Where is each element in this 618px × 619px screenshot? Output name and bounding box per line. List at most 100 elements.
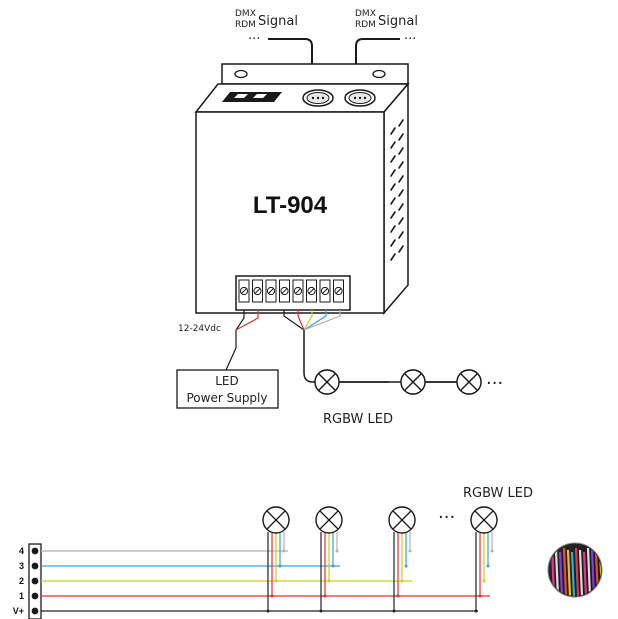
wiring-dots: ··· — [438, 507, 455, 528]
signal-right-text: Signal — [378, 14, 418, 29]
junction-dot — [282, 549, 286, 553]
vent-slot — [398, 245, 404, 253]
power-wires — [225, 310, 259, 371]
terminal-screw-slot — [254, 288, 261, 294]
vent-slot — [398, 175, 404, 183]
junction-dot — [319, 609, 323, 613]
photo-light-stripe — [586, 547, 592, 596]
photo-light-stripe — [558, 551, 564, 596]
signal-label-left: DMX RDM Signal ··· — [235, 9, 298, 47]
junction-dot — [392, 609, 396, 613]
vent-slot — [398, 217, 404, 225]
voltage-label: 12-24Vdc — [178, 324, 221, 334]
signal-cable-left — [268, 38, 313, 95]
terminal-label: 4 — [19, 546, 24, 556]
led-lamp-icon — [262, 506, 290, 534]
led-power-supply: LED Power Supply — [176, 369, 279, 409]
junction-dot — [478, 594, 482, 598]
signal-left-dots: ··· — [248, 32, 260, 47]
junction-dot — [408, 549, 412, 553]
vent-slot — [398, 231, 404, 239]
vent-slot — [398, 203, 404, 211]
junction-dot — [404, 564, 408, 568]
led-output-wires — [283, 310, 472, 383]
junction-dot — [278, 564, 282, 568]
signal-left-text: Signal — [258, 14, 298, 29]
photo-light-stripe — [554, 549, 560, 596]
vent-slot — [390, 183, 396, 191]
vent-slot — [390, 197, 396, 205]
rgbw-led-fixtures — [262, 506, 498, 613]
rgbw-led-photo — [547, 542, 606, 598]
led-lamp-icon — [456, 369, 482, 395]
signal-right-dots: ··· — [404, 32, 416, 47]
led-chain-label: RGBW LED — [323, 412, 393, 427]
terminal-screw-slot — [295, 288, 301, 294]
junction-dot — [327, 579, 331, 583]
terminal-label: 2 — [19, 576, 24, 586]
signal-right-rdm: RDM — [355, 20, 376, 30]
wiring-led-label: RGBW LED — [463, 486, 533, 501]
junction-dot — [323, 594, 327, 598]
vent-slot — [390, 253, 396, 261]
terminal-label: 1 — [19, 591, 24, 601]
vent-slot — [398, 161, 404, 169]
signal-left-rdm: RDM — [235, 20, 256, 30]
signal-cable-right — [355, 38, 400, 95]
led-lamp-icon — [388, 506, 416, 534]
led-chain-dots: ··· — [486, 373, 503, 394]
terminal-screw-slot — [241, 288, 247, 294]
vent-slot — [390, 239, 396, 247]
junction-dot — [474, 609, 478, 613]
photo-light-stripe — [566, 549, 572, 596]
led-lamp-icon — [314, 369, 340, 395]
terminal-label: V+ — [13, 606, 24, 616]
terminal-screw-slot — [308, 288, 315, 294]
photo-light-stripe — [570, 551, 576, 596]
junction-dot — [490, 549, 494, 553]
signal-right-dmx: DMX — [355, 9, 376, 19]
device-model-label: LT-904 — [253, 192, 328, 219]
vent-slot — [398, 189, 404, 197]
connector-pin — [31, 577, 39, 585]
connector-pin — [31, 547, 39, 555]
photo-light-stripe — [582, 551, 588, 596]
vent-slot — [390, 127, 396, 135]
power-supply-line1: LED — [215, 374, 239, 388]
vent-slot — [398, 133, 404, 141]
junction-dot — [482, 579, 486, 583]
terminal-connector — [28, 543, 42, 619]
vent-slot — [398, 147, 404, 155]
photo-light-stripe — [574, 547, 580, 596]
bus-lines — [41, 550, 490, 612]
rgbw-led-chain — [314, 369, 482, 395]
terminal-screw-slot — [335, 288, 342, 294]
terminal-labels: 4 3 2 1V+ — [13, 546, 24, 616]
mounting-flange — [221, 63, 409, 85]
xlr-connector-left — [302, 89, 334, 107]
junction-dot — [270, 594, 274, 598]
terminal-screw-slot — [322, 288, 328, 294]
vent-slot — [398, 119, 404, 127]
junction-dot — [274, 579, 278, 583]
vent-slot — [390, 141, 396, 149]
led-lamp-icon — [470, 506, 498, 534]
vent-slot — [390, 169, 396, 177]
vent-slot — [390, 155, 396, 163]
led-lamp-icon — [315, 506, 343, 534]
connector-pin — [31, 562, 39, 570]
junction-dot — [331, 564, 335, 568]
vent-slot — [390, 211, 396, 219]
terminal-screw-slot — [268, 288, 274, 294]
junction-dot — [400, 579, 404, 583]
junction-dot — [335, 549, 339, 553]
connector-pin — [31, 592, 39, 600]
terminal-label: 3 — [19, 561, 24, 571]
terminal-block — [235, 275, 351, 311]
junction-dot — [486, 564, 490, 568]
photo-light-stripe — [578, 549, 584, 596]
connector-pin — [31, 607, 39, 615]
junction-dot — [266, 609, 270, 613]
photo-light-stripe — [604, 550, 606, 596]
